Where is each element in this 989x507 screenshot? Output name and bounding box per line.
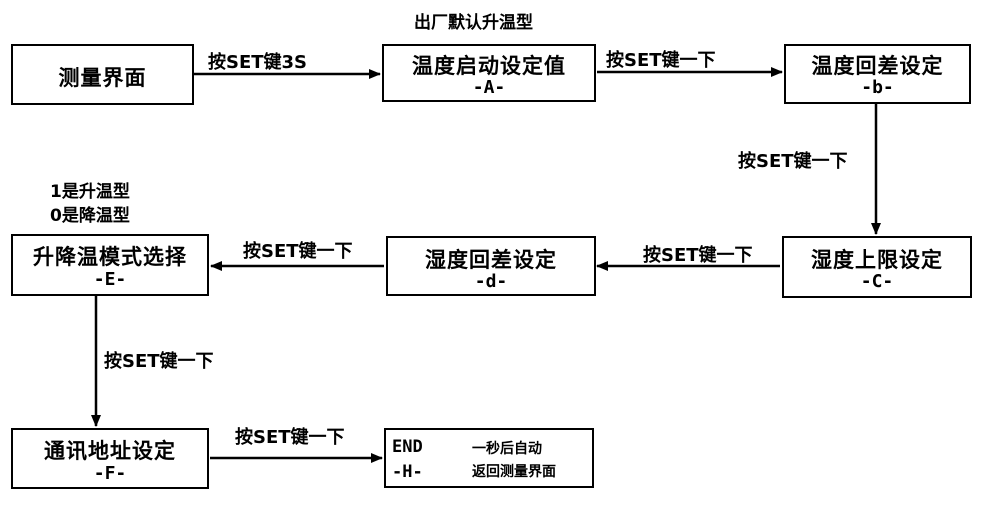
note-mode-line2: 0是降温型 xyxy=(50,206,130,226)
box-temp-start: 温度启动设定值 -A- xyxy=(382,44,596,102)
box-comm-addr-title: 通讯地址设定 xyxy=(44,439,176,463)
box-humid-upper: 湿度上限设定 -C- xyxy=(782,236,972,298)
note-mode-line1: 1是升温型 xyxy=(50,182,130,202)
edge-label-f-to-h: 按SET键一下 xyxy=(235,427,345,448)
box-end: END -H- 一秒后自动 返回测量界面 xyxy=(384,428,594,488)
box-humid-diff: 湿度回差设定 -d- xyxy=(386,236,596,296)
box-mode-select: 升降温模式选择 -E- xyxy=(11,234,209,296)
box-humid-diff-code: -d- xyxy=(474,271,508,292)
edge-label-e-to-f: 按SET键一下 xyxy=(104,351,214,372)
box-temp-start-title: 温度启动设定值 xyxy=(412,54,566,78)
box-temp-diff: 温度回差设定 -b- xyxy=(784,44,971,104)
box-comm-addr: 通讯地址设定 -F- xyxy=(11,428,209,489)
box-measure: 测量界面 xyxy=(11,44,194,105)
box-end-code-end: END xyxy=(392,437,423,457)
box-temp-diff-title: 温度回差设定 xyxy=(811,54,944,78)
box-humid-diff-title: 湿度回差设定 xyxy=(425,248,557,272)
edge-label-c-to-d: 按SET键一下 xyxy=(643,245,753,266)
box-end-note-line2: 返回测量界面 xyxy=(472,464,556,480)
box-humid-upper-title: 湿度上限设定 xyxy=(811,248,943,272)
box-mode-select-code: -E- xyxy=(93,269,127,290)
box-temp-start-code: -A- xyxy=(472,77,506,98)
box-comm-addr-code: -F- xyxy=(93,463,127,484)
box-measure-title: 测量界面 xyxy=(58,66,147,90)
edge-label-a-to-b: 按SET键一下 xyxy=(606,50,716,71)
edge-label-measure-to-a: 按SET键3S xyxy=(208,52,308,73)
box-temp-diff-code: -b- xyxy=(861,77,894,98)
edge-label-d-to-e: 按SET键一下 xyxy=(243,241,353,262)
box-end-note-line1: 一秒后自动 xyxy=(472,441,542,457)
note-factory-default: 出厂默认升温型 xyxy=(414,13,533,33)
box-mode-select-title: 升降温模式选择 xyxy=(33,245,187,269)
box-end-code-h: -H- xyxy=(392,462,423,482)
box-humid-upper-code: -C- xyxy=(860,271,894,292)
edge-label-b-to-c: 按SET键一下 xyxy=(738,151,848,172)
